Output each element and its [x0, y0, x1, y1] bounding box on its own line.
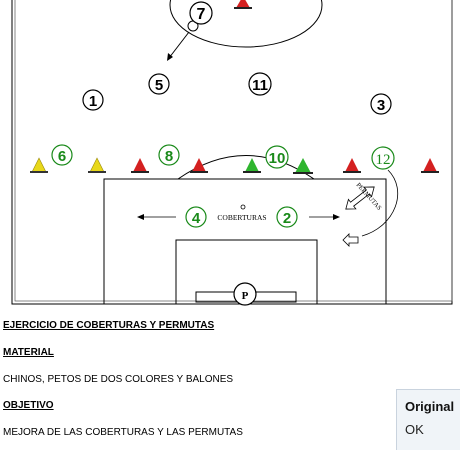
player-4: 4 [185, 206, 207, 228]
cone-yellow-2 [88, 157, 106, 173]
player-5: 5 [148, 73, 170, 95]
player-goalkeeper: P [233, 282, 257, 306]
player-6-label: 6 [58, 148, 66, 165]
exercise-title: EJERCICIO DE COBERTURAS Y PERMUTAS [3, 320, 215, 331]
player-goalkeeper-label: P [242, 290, 249, 302]
rotation-curve [361, 169, 399, 237]
player-11-label: 11 [252, 77, 268, 94]
material-heading: MATERIAL [3, 347, 54, 358]
player-1: 1 [82, 89, 104, 111]
player-2-label: 2 [283, 210, 291, 227]
rotation-double-arrow [345, 186, 375, 210]
player-6: 6 [51, 144, 73, 166]
center-circle [169, 0, 323, 48]
player-8-label: 8 [165, 148, 173, 165]
cone-green-1 [243, 158, 261, 173]
popup-ok-button[interactable]: OK [405, 422, 424, 437]
material-text: CHINOS, PETOS DE DOS COLORES Y BALONES [3, 374, 234, 385]
penalty-spot [240, 204, 246, 210]
cone-red-1 [131, 158, 149, 173]
cone-red-top [236, 0, 250, 8]
pass-arrow-head [167, 53, 173, 61]
player-10: 10 [265, 145, 289, 169]
cone-red-top-base [234, 7, 252, 9]
objective-heading: OBJETIVO [3, 400, 54, 411]
player-1-label: 1 [89, 93, 97, 110]
player-5-label: 5 [155, 77, 163, 94]
pass-arrow [168, 31, 190, 59]
arrow-left-head [137, 214, 144, 220]
cone-green-2 [293, 158, 313, 174]
translation-popup: Original OK [396, 389, 460, 450]
player-11: 11 [248, 72, 272, 96]
player-10-label: 10 [269, 150, 286, 167]
cone-yellow-1 [30, 157, 48, 173]
football-field-diagram: 7 5 11 1 3 [11, 0, 453, 306]
player-3: 3 [370, 93, 392, 115]
player-7: 7 [189, 1, 213, 25]
popup-title: Original [405, 399, 455, 414]
arrow-right-head [333, 214, 340, 220]
player-2: 2 [276, 206, 298, 228]
pitch-inner-outline [14, 0, 453, 302]
rotation-return-arrow [342, 233, 359, 247]
zone-label: COBERTURAS [217, 213, 266, 222]
player-8: 8 [158, 144, 180, 166]
cone-red-4 [421, 158, 439, 173]
objective-text: MEJORA DE LAS COBERTURAS Y LAS PERMUTAS [3, 427, 243, 438]
player-12: 12 [371, 146, 395, 170]
cone-red-3 [343, 158, 361, 173]
player-7-label: 7 [197, 6, 206, 23]
cone-red-2 [190, 158, 208, 173]
player-4-label: 4 [192, 210, 201, 227]
player-3-label: 3 [377, 97, 385, 114]
player-12-label: 12 [376, 152, 391, 168]
